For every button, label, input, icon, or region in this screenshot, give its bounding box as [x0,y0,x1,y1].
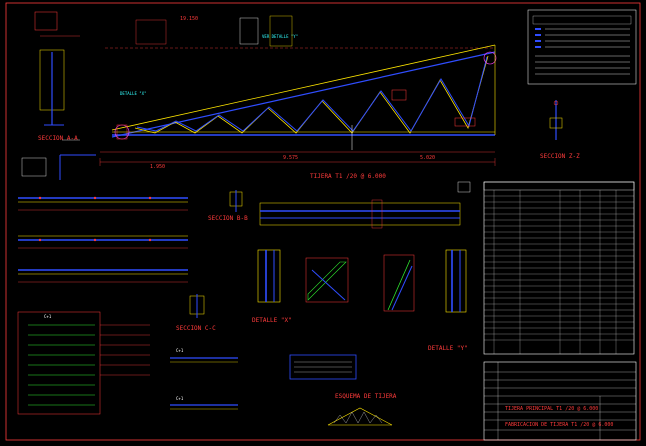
sheet-border [5,2,641,441]
note-box-blue [289,354,357,380]
detail-x: DETALLE "X" [252,249,349,324]
main-truss-elevation: DETALLE "X" VER DETALLE "Y" 19.150 9.575… [99,15,497,180]
section-b-b: SECCION B-B [208,190,248,222]
svg-text:DETALLE "X": DETALLE "X" [120,91,147,96]
svg-text:ESQUEMA DE TIJERA: ESQUEMA DE TIJERA [335,393,397,400]
svg-text:VER DETALLE "Y": VER DETALLE "Y" [262,34,298,39]
svg-text:19.150: 19.150 [180,16,198,22]
section-a-a: SECCION A-A [21,11,96,180]
svg-text:C+1: C+1 [176,348,184,353]
svg-text:SECCION C-C: SECCION C-C [176,325,216,332]
c1-elevations: C+1 C+1 [170,348,238,410]
section-z-z: SECCION Z-Z [540,100,580,160]
svg-text:1.950: 1.950 [150,164,165,170]
section-c-c: SECCION C-C [176,294,216,332]
svg-text:SECCION A-A: SECCION A-A [38,135,78,142]
svg-text:5.020: 5.020 [420,155,435,161]
detail-plate [259,181,471,229]
detail-y: DETALLE "Y" [383,249,468,352]
svg-text:C+1: C+1 [44,314,52,319]
svg-text:9.575: 9.575 [283,155,298,161]
main-title: TIJERA T1 /20 @ 6.000 [310,173,386,180]
svg-text:C+1: C+1 [176,396,184,401]
svg-text:DETALLE "Y": DETALLE "Y" [428,345,468,352]
svg-text:SECCION B-B: SECCION B-B [208,215,248,222]
svg-text:DETALLE "X": DETALLE "X" [252,317,292,324]
svg-text:SECCION Z-Z: SECCION Z-Z [540,153,580,160]
c1-schedule: C+1 [17,311,150,415]
svg-text:FABRICACION DE TIJERA T1 /20 @: FABRICACION DE TIJERA T1 /20 @ 6.000 [505,422,613,428]
title-block: TIJERA PRINCIPAL T1 /20 @ 6.000 FABRICAC… [483,361,637,441]
notes-box [527,9,637,85]
member-details [18,196,188,283]
material-table [483,181,635,355]
svg-text:TIJERA PRINCIPAL T1 /20 @ 6.00: TIJERA PRINCIPAL T1 /20 @ 6.000 [505,406,598,412]
truss-scheme: ESQUEMA DE TIJERA [327,393,397,426]
